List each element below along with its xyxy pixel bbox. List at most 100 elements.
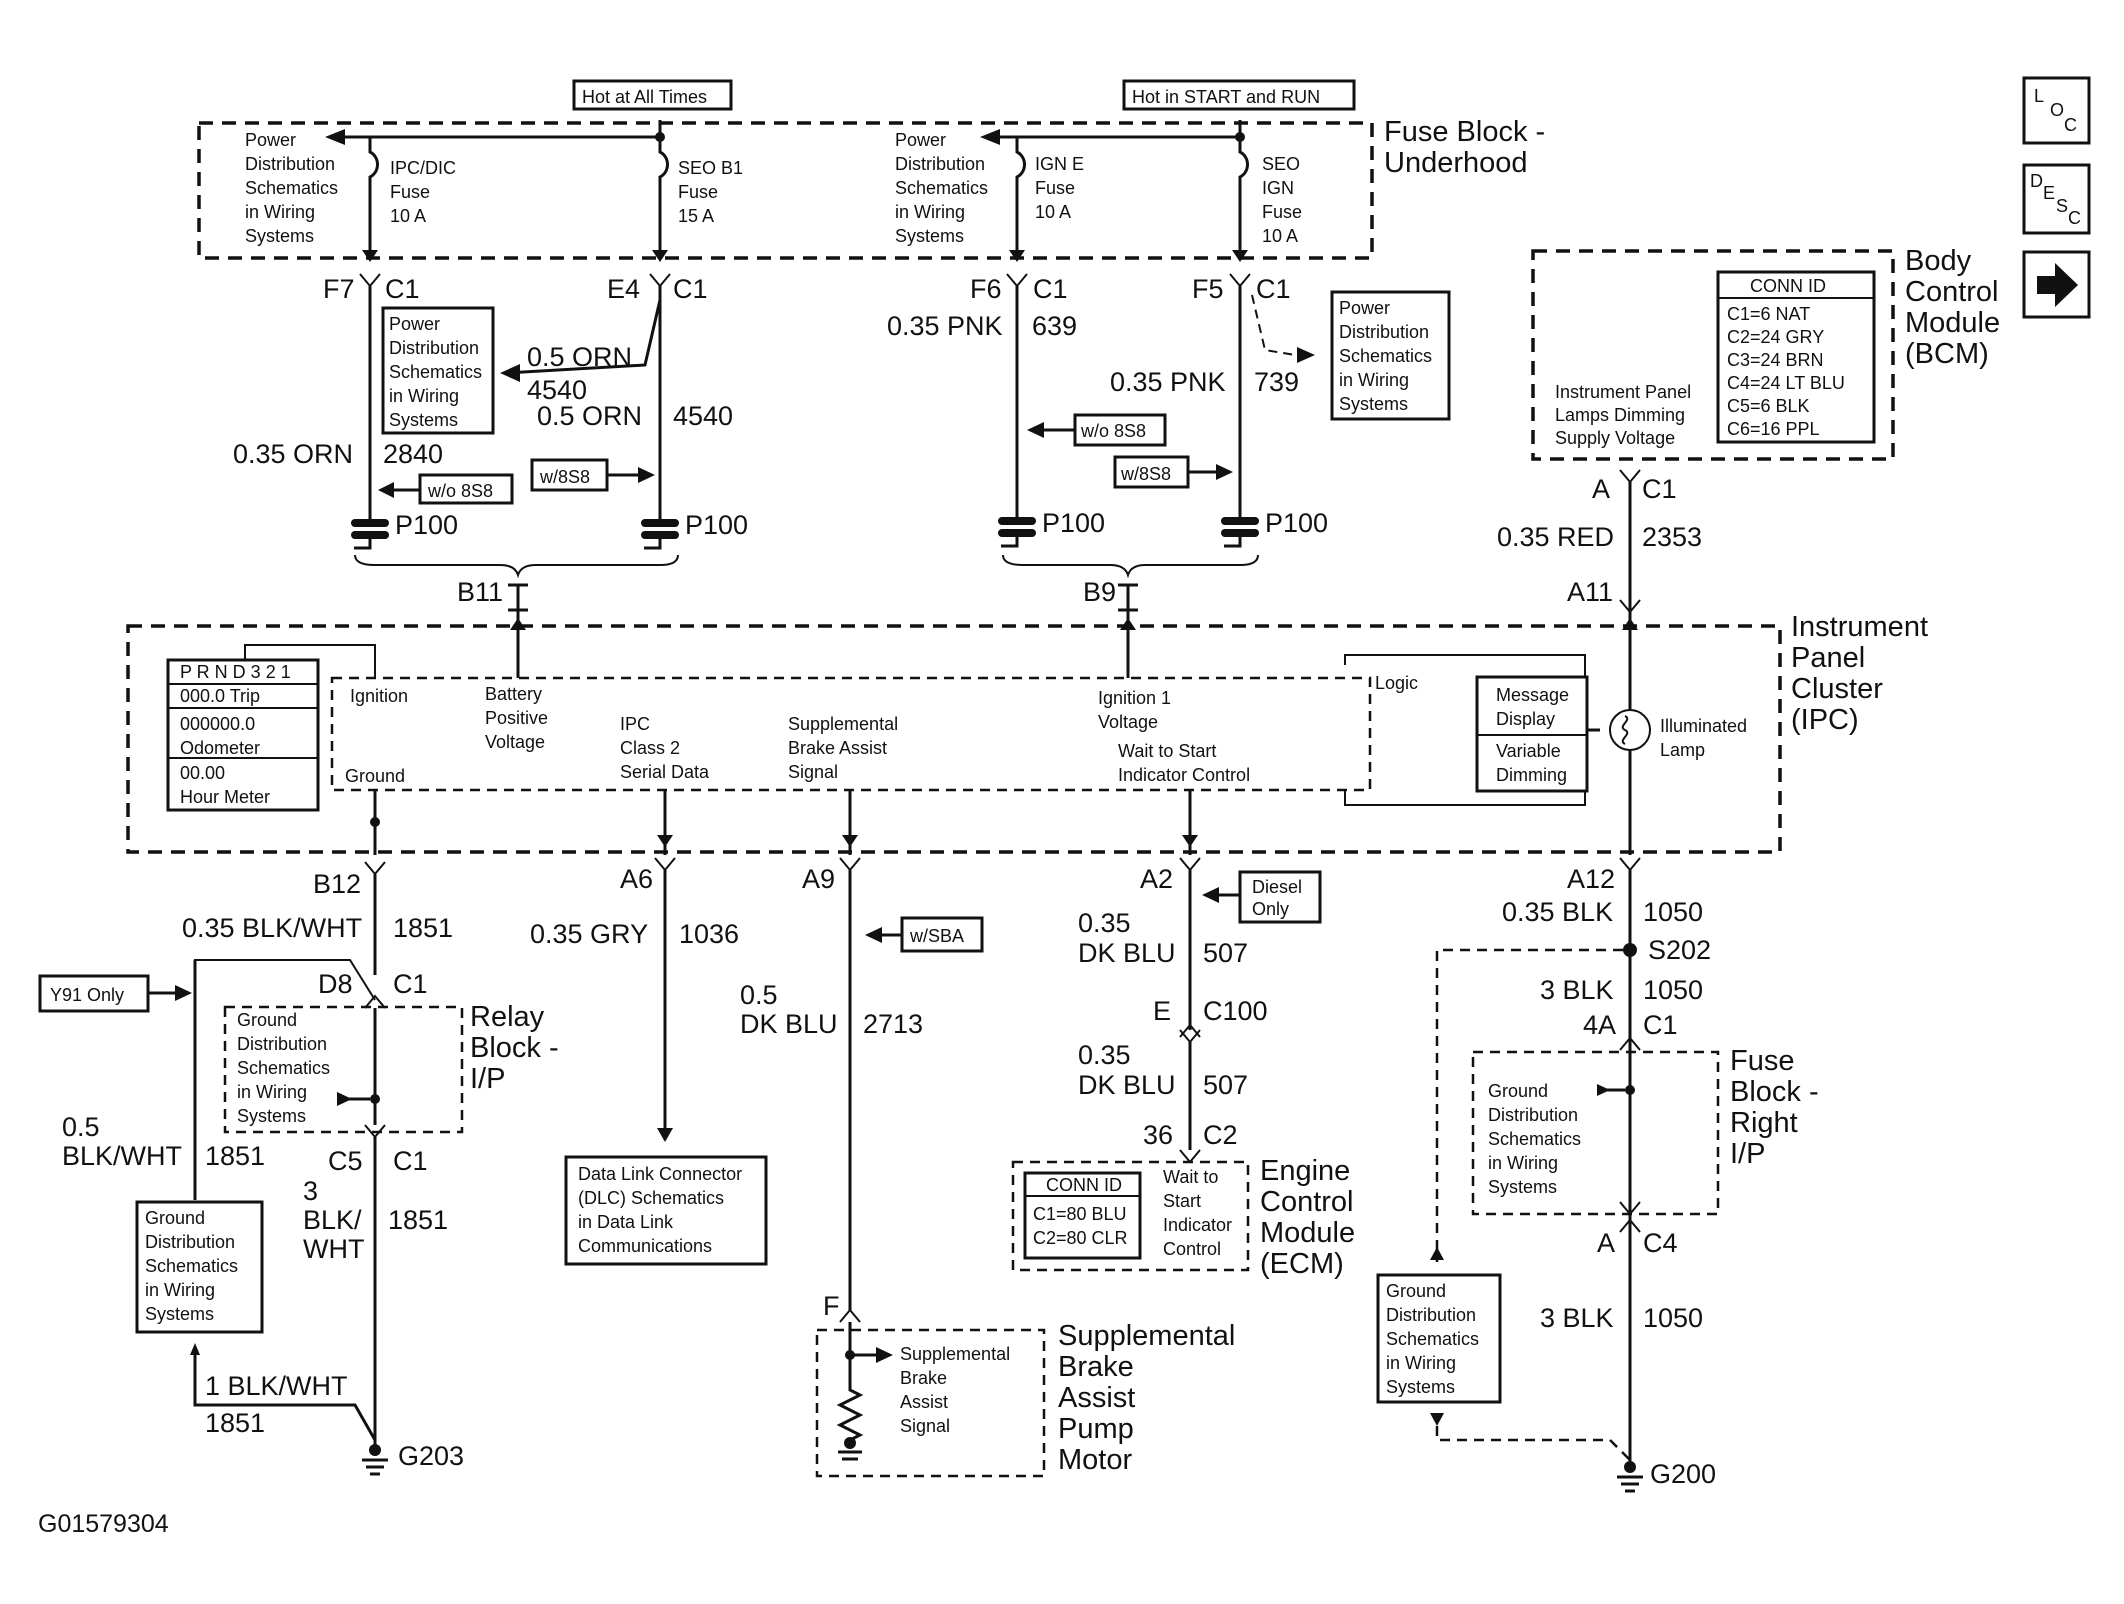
relay-gds-label: Ground Distribution Schematics in Wiring… [237,1010,330,1126]
frip-pin-4a: 4A [1583,1010,1616,1040]
ipc-outline [126,624,1782,854]
opt-wo8s8-right [1073,413,1167,447]
hot-at-all-times-label: Hot at All Times [582,87,707,107]
svg-text:0.5: 0.5 [740,980,778,1010]
svg-text:in Wiring: in Wiring [389,386,459,406]
svg-text:I/P: I/P [470,1063,505,1095]
seo-ign-fuse-label: SEO IGN Fuse 10 A [1262,154,1302,246]
svg-text:E4: E4 [607,274,640,304]
svg-text:Odometer: Odometer [180,738,260,758]
pds-box-f7-text: Power Distribution Schematics in Wiring … [389,314,482,430]
svg-text:Pump: Pump [1058,1413,1134,1445]
svg-text:in Wiring: in Wiring [245,202,315,222]
ecm-conn-c100: C100 [1203,996,1268,1026]
svg-text:A6: A6 [620,864,653,894]
ipc-brake-label: Supplemental Brake Assist Signal [788,714,898,782]
wire-left-branch-label: 0.5 BLK/WHT 1851 [62,1112,265,1171]
relay-block-outline [223,1005,464,1134]
svg-text:Distribution: Distribution [1339,322,1429,342]
svg-text:I/P: I/P [1730,1138,1765,1170]
svg-text:B12: B12 [313,869,361,899]
bcm-outline [1531,249,1895,461]
splice-s202-icon [1623,943,1637,957]
hot-start-run-box [1122,79,1356,111]
svg-text:in Data Link: in Data Link [578,1212,674,1232]
svg-text:507: 507 [1203,938,1248,968]
svg-text:Schematics: Schematics [1339,346,1432,366]
svg-text:Fuse: Fuse [1730,1045,1794,1077]
desc-icon[interactable]: D E S C [2022,163,2091,235]
svg-text:WHT: WHT [303,1234,364,1264]
svg-text:Data Link Connector: Data Link Connector [578,1164,742,1184]
svg-text:0.5: 0.5 [62,1112,100,1142]
svg-text:Systems: Systems [1488,1177,1557,1197]
wire-ground-left-circuit: 1851 [205,1408,265,1438]
svg-text:Systems: Systems [895,226,964,246]
svg-text:C: C [2064,115,2077,135]
splice-p100-1: P100 [351,510,458,550]
svg-text:3: 3 [303,1176,318,1206]
wire-a6-color: 0.35 GRY [530,919,648,949]
ipc-ignition-label: Ignition [350,686,408,706]
svg-text:Indicator: Indicator [1163,1215,1232,1235]
svg-text:Power: Power [245,130,296,150]
ipc-dimming-label: Variable Dimming [1496,741,1567,785]
svg-text:000000.0: 000000.0 [180,714,255,734]
svg-text:C1: C1 [673,274,708,304]
svg-text:Indicator Control: Indicator Control [1118,765,1250,785]
ipc-message-label: Message Display [1496,685,1569,729]
svg-text:Instrument Panel: Instrument Panel [1555,382,1691,402]
ipc-logic-label: Logic [1375,673,1418,693]
relay-conn-c1: C1 [393,969,428,999]
svg-text:2713: 2713 [863,1009,923,1039]
svg-text:15 A: 15 A [678,206,714,226]
svg-text:D: D [2030,171,2043,191]
bcm-conn-id-header: CONN ID [1750,276,1826,296]
svg-text:C5=6 BLK: C5=6 BLK [1727,396,1810,416]
wire-e4-branch-circuit: 4540 [527,375,587,405]
svg-text:Voltage: Voltage [1098,712,1158,732]
svg-text:C3=24 BRN: C3=24 BRN [1727,350,1824,370]
frip-gds-label: Ground Distribution Schematics in Wiring… [1488,1081,1581,1197]
svg-text:Distribution: Distribution [389,338,479,358]
loc-icon[interactable]: L O C [2022,76,2091,145]
relay-pin-c5: C5 [328,1146,363,1176]
svg-text:(DLC) Schematics: (DLC) Schematics [578,1188,724,1208]
svg-text:Supply Voltage: Supply Voltage [1555,428,1675,448]
pds-right-label: Power Distribution Schematics in Wiring … [895,130,988,246]
ecm-outline [1011,1160,1250,1272]
svg-text:Control: Control [1260,1186,1354,1218]
svg-text:Supplemental: Supplemental [788,714,898,734]
svg-text:S: S [2056,196,2068,216]
sba-outline [815,1328,1046,1478]
right-arrow-icon[interactable] [2022,250,2091,319]
svg-text:C: C [2068,208,2081,228]
svg-text:w/o 8S8: w/o 8S8 [427,481,493,501]
svg-text:Systems: Systems [237,1106,306,1126]
svg-text:Power: Power [895,130,946,150]
fuse-block-underhood-outline [197,121,1374,260]
ipc-serial-label: IPC Class 2 Serial Data [620,714,710,782]
ground-g203-icon [362,1444,388,1476]
svg-text:Wait to Start: Wait to Start [1118,741,1216,761]
svg-text:Signal: Signal [900,1416,950,1436]
ipc-display-text: P R N D 3 2 1 000.0 Trip 000000.0 Odomet… [180,662,291,807]
svg-text:Schematics: Schematics [1488,1129,1581,1149]
pds-box-f5-text: Power Distribution Schematics in Wiring … [1339,298,1432,414]
gds-box-right [1376,1273,1502,1404]
svg-text:P100: P100 [1265,508,1328,538]
ipc-lamp-label: Illuminated Lamp [1660,716,1747,760]
svg-text:E: E [2043,183,2055,203]
wire-c100-label: 0.35 DK BLU 507 [1078,1040,1248,1100]
svg-text:Variable: Variable [1496,741,1561,761]
svg-text:IPC: IPC [620,714,650,734]
svg-text:10 A: 10 A [1035,202,1071,222]
svg-text:0.35: 0.35 [1078,908,1131,938]
svg-text:C4=24 LT BLU: C4=24 LT BLU [1727,373,1845,393]
connector-labels-top: F7 C1 E4 C1 F6 C1 F5 C1 [323,274,1291,304]
svg-text:(ECM): (ECM) [1260,1248,1344,1280]
svg-text:Ground: Ground [1488,1081,1548,1101]
svg-text:Power: Power [389,314,440,334]
svg-text:Ground: Ground [145,1208,205,1228]
